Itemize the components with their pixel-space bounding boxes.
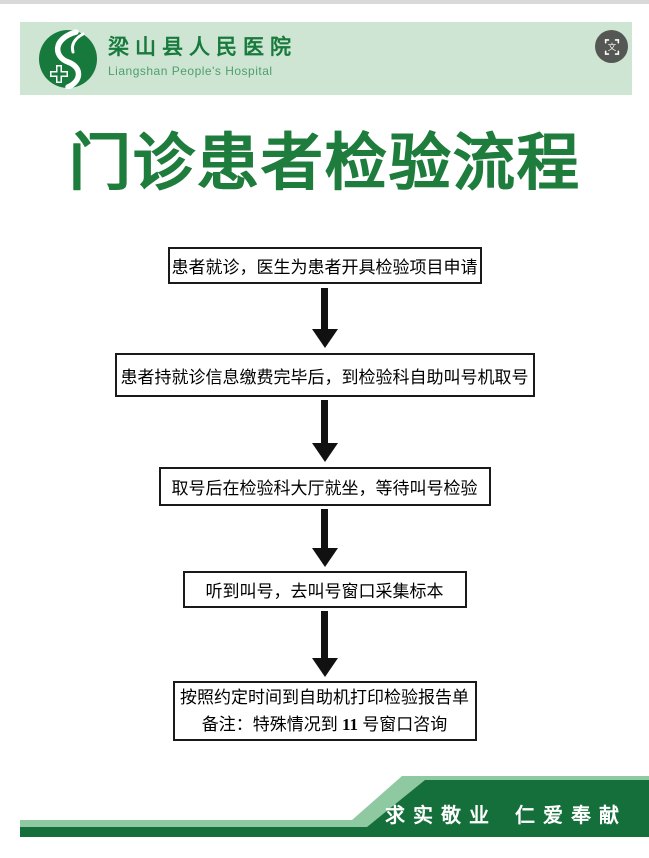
hospital-name-cn: 梁山县人民医院: [108, 36, 297, 59]
flow-step-1: 患者就诊，医生为患者开具检验项目申请: [167, 247, 482, 284]
footer-ribbon: [20, 776, 649, 837]
translate-icon: 文: [604, 38, 619, 55]
flow-step-2: 患者持就诊信息缴费完毕后，到检验科自助叫号机取号: [114, 353, 535, 397]
flow-arrow-1: [311, 288, 338, 348]
flow-step-4-text: 听到叫号，去叫号窗口采集标本: [205, 582, 444, 601]
arrow-stem: [321, 509, 328, 548]
flow-arrow-4: [311, 611, 338, 677]
flow-arrow-2: [311, 400, 338, 462]
svg-text:文: 文: [607, 42, 616, 52]
arrow-stem: [321, 400, 328, 443]
motto-left: 求实敬业: [385, 805, 497, 827]
hospital-name-block: 梁山县人民医院 Liangshan People's Hospital: [108, 35, 297, 78]
footer-motto: 求实敬业仁爱奉献: [385, 799, 627, 828]
note-suffix: 号窗口咨询: [358, 715, 448, 734]
hospital-name-en: Liangshan People's Hospital: [108, 64, 273, 78]
arrow-head-icon: [311, 548, 338, 567]
arrow-head-icon: [311, 329, 338, 348]
flow-step-5-note: 备注：特殊情况到 11 号窗口咨询: [202, 711, 448, 738]
flow-step-3-text: 取号后在检验科大厅就坐，等待叫号检验: [171, 479, 478, 498]
flow-step-5-text: 按照约定时间到自助机打印检验报告单: [180, 688, 469, 707]
translate-button[interactable]: 文: [595, 30, 628, 63]
flow-step-1-text: 患者就诊，医生为患者开具检验项目申请: [171, 258, 478, 277]
arrow-head-icon: [311, 658, 338, 677]
hospital-logo-icon: [39, 29, 97, 89]
footer-ribbon-dark-shape: [20, 780, 649, 837]
flow-arrow-3: [311, 509, 338, 567]
note-prefix: 备注：特殊情况到: [201, 715, 342, 734]
note-window-number: 11: [341, 715, 359, 734]
top-edge-strip: [0, 0, 649, 4]
motto-right: 仁爱奉献: [515, 805, 627, 827]
arrow-stem: [321, 288, 328, 329]
flow-step-3: 取号后在检验科大厅就坐，等待叫号检验: [158, 467, 491, 506]
flow-step-2-text: 患者持就诊信息缴费完毕后，到检验科自助叫号机取号: [120, 367, 529, 387]
flow-step-4: 听到叫号，去叫号窗口采集标本: [182, 571, 467, 608]
arrow-stem: [321, 611, 328, 658]
page-title: 门诊患者检验流程: [68, 129, 581, 198]
hospital-header: 梁山县人民医院 Liangshan People's Hospital: [20, 22, 632, 95]
arrow-head-icon: [311, 443, 338, 462]
flow-step-5: 按照约定时间到自助机打印检验报告单 备注：特殊情况到 11 号窗口咨询: [172, 681, 477, 741]
